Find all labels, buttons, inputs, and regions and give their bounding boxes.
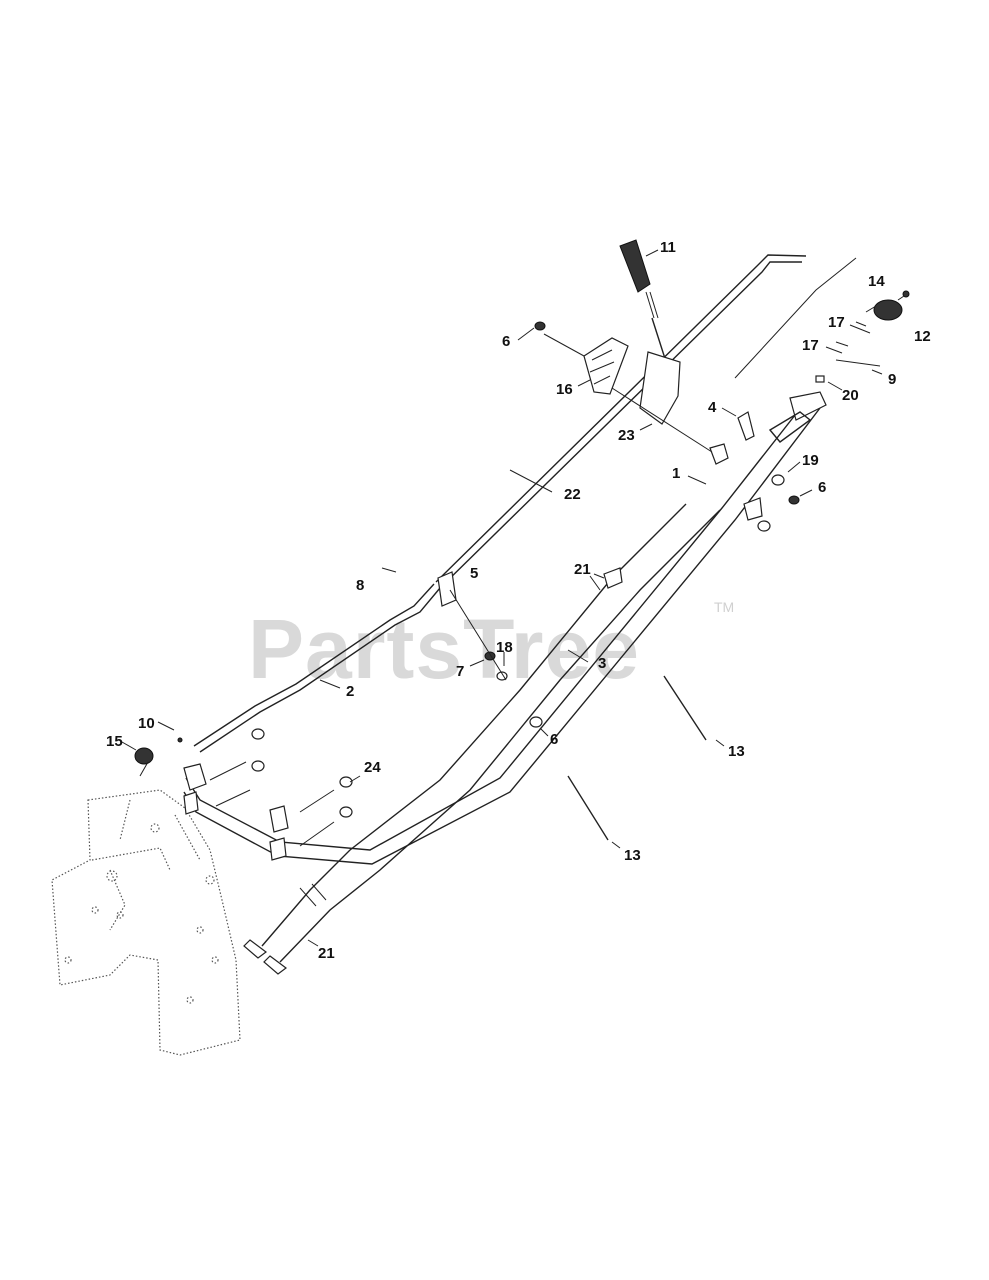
callout-6-upper: 6 [502, 333, 510, 350]
callout-13-lower: 13 [624, 847, 641, 864]
callout-12: 12 [914, 328, 931, 345]
frame-tube [183, 391, 827, 865]
callout-18: 18 [496, 639, 513, 656]
callout-2: 2 [346, 683, 354, 700]
callout-19: 19 [802, 452, 819, 469]
callout-23: 23 [618, 427, 635, 444]
callout-labels: 11 14 12 17 17 9 20 6 16 4 23 19 1 6 22 … [106, 239, 931, 962]
callout-15: 15 [106, 733, 123, 750]
callout-16: 16 [556, 381, 573, 398]
callout-21-upper: 21 [574, 561, 591, 578]
callout-17-lower: 17 [802, 337, 819, 354]
callout-11: 11 [660, 239, 676, 256]
callout-10: 10 [138, 715, 155, 732]
callout-6-right: 6 [818, 479, 826, 496]
shift-rod [193, 254, 807, 753]
callout-20: 20 [842, 387, 859, 404]
bracket-23 [639, 351, 681, 425]
guide-plate [583, 337, 629, 395]
frame-bracket [51, 789, 241, 1056]
callout-9: 9 [888, 371, 896, 388]
watermark-trademark: TM [714, 599, 734, 615]
callout-7: 7 [456, 663, 464, 680]
callout-8: 8 [356, 577, 364, 594]
callout-5: 5 [470, 565, 478, 582]
hardware [134, 321, 800, 861]
callout-21-lower: 21 [318, 945, 335, 962]
callout-1: 1 [672, 465, 680, 482]
knob-parts [734, 257, 910, 383]
leader-lines [121, 249, 905, 947]
callout-13-upper: 13 [728, 743, 745, 760]
callout-22: 22 [564, 486, 581, 503]
callout-3: 3 [598, 655, 606, 672]
handle-grip [619, 239, 669, 369]
callout-17-upper: 17 [828, 314, 845, 331]
callout-14: 14 [868, 273, 885, 290]
callout-24: 24 [364, 759, 381, 776]
callout-4: 4 [708, 399, 717, 416]
watermark: PartsTree TM [248, 599, 734, 696]
cables [243, 503, 721, 975]
callout-6-lower: 6 [550, 731, 558, 748]
